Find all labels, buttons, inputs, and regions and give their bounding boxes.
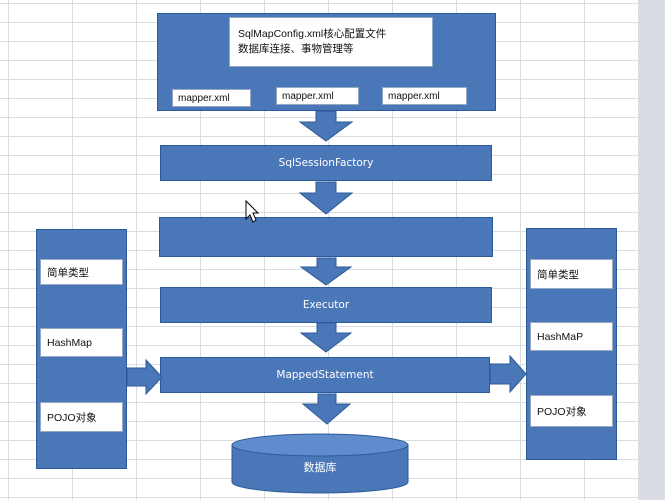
database-label: 数据库 [304, 460, 337, 474]
session-factory-box: SqlSessionFactory [160, 145, 492, 181]
executor-box: Executor [160, 287, 492, 323]
mapper-file-2: mapper.xml [276, 87, 359, 105]
down-arrow-5 [301, 393, 352, 425]
config-description: SqlMapConfig.xml核心配置文件 数据库连接、事物管理等 [229, 17, 433, 67]
window-edge [638, 0, 665, 500]
mapped-statement-box: MappedStatement [160, 357, 490, 393]
input-type-simple: 简单类型 [40, 259, 123, 285]
down-arrow-2 [298, 181, 354, 215]
mouse-cursor-icon [245, 199, 260, 223]
right-arrow-input [126, 358, 163, 396]
output-type-hashmap: HashMaP [530, 322, 613, 351]
down-arrow-1 [298, 110, 354, 142]
database-cylinder: 数据库 [231, 433, 409, 494]
output-type-simple: 简单类型 [530, 259, 613, 289]
mapper-file-3: mapper.xml [382, 87, 467, 105]
right-arrow-output [489, 354, 527, 394]
input-type-hashmap: HashMap [40, 328, 123, 357]
config-subtitle: 数据库连接、事物管理等 [238, 43, 354, 55]
session-box [159, 217, 493, 257]
down-arrow-4 [299, 322, 353, 353]
down-arrow-3 [299, 257, 353, 286]
input-type-pojo: POJO对象 [40, 402, 123, 432]
output-type-pojo: POJO对象 [530, 395, 613, 427]
config-title: SqlMapConfig.xml核心配置文件 [238, 28, 387, 40]
mapper-file-1: mapper.xml [172, 89, 251, 107]
